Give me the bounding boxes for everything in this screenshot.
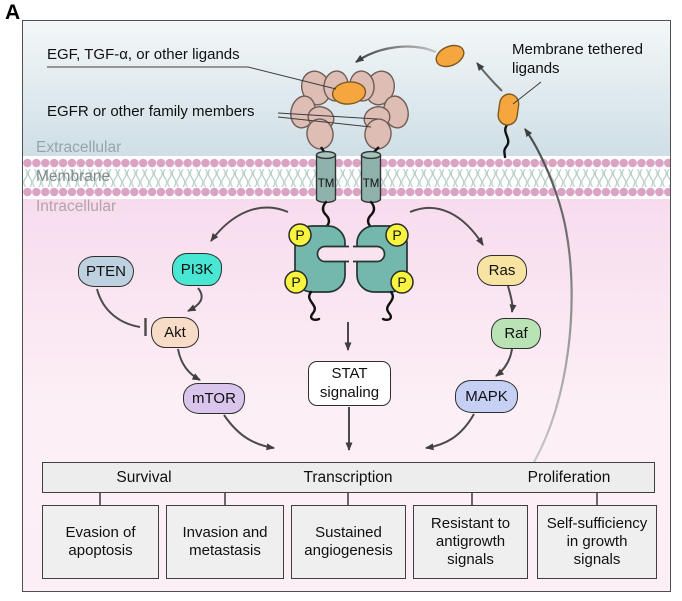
kinase-tail-left bbox=[308, 290, 321, 321]
node-pten: PTEN bbox=[78, 256, 134, 287]
outcome-connectors bbox=[99, 492, 598, 505]
arrow-raf-to-mapk bbox=[495, 348, 513, 377]
outcome-proliferation: Proliferation bbox=[527, 468, 611, 486]
node-raf: Raf bbox=[491, 318, 541, 349]
outcome-survival: Survival bbox=[116, 468, 172, 486]
node-mapk: MAPK bbox=[455, 380, 518, 413]
proliferation-feedback-arrow bbox=[524, 128, 573, 463]
bound-ligand bbox=[331, 81, 367, 105]
ligands-label: EGF, TGF-α, or other ligands bbox=[47, 46, 240, 63]
phospho-label-4: P bbox=[397, 274, 406, 290]
hallmark-evasion-of-apoptosis: Evasion of apoptosis bbox=[42, 505, 159, 579]
tethered-pointer-line bbox=[512, 81, 542, 105]
tethered-ligands-label-line1: Membrane tethered bbox=[512, 41, 643, 58]
extracellular-label: Extracellular bbox=[36, 139, 122, 156]
arrow-pi3k-to-akt bbox=[187, 287, 203, 312]
juxtamembrane-linkers bbox=[321, 200, 376, 229]
hallmark-sustained-angiogenesis: Sustained angiogenesis bbox=[291, 505, 406, 579]
hallmark-invasion-and-metastasis: Invasion and metastasis bbox=[166, 505, 284, 579]
stat-line1: STAT bbox=[331, 364, 368, 382]
tethered-ligand-tail bbox=[503, 123, 510, 159]
ligand-release-arrow bbox=[476, 62, 503, 92]
inhibition-pten-to-akt bbox=[96, 288, 141, 328]
tethered-ligands-label-line2: ligands bbox=[512, 59, 560, 77]
phospho-label-3: P bbox=[291, 274, 300, 290]
ligand-binding-arrow bbox=[355, 45, 437, 63]
receptor-family-label: EGFR or other family members bbox=[47, 103, 255, 120]
signaling-arrows bbox=[96, 206, 517, 451]
tethered-ligand bbox=[497, 93, 520, 126]
node-pi3k: PI3K bbox=[172, 253, 222, 286]
node-akt: Akt bbox=[151, 317, 199, 348]
tm-label-2: TM bbox=[363, 178, 380, 190]
tm-domains: TM TM bbox=[315, 150, 382, 204]
lipid-heads bbox=[23, 155, 671, 200]
node-stat-signaling: STAT signaling bbox=[308, 361, 391, 406]
arrow-receptor-to-ras bbox=[409, 206, 484, 246]
ligands-pointer-line bbox=[47, 66, 337, 90]
arrow-ras-to-raf bbox=[507, 285, 517, 313]
receptor-pointer-lines bbox=[277, 112, 378, 128]
tm-label-1: TM bbox=[318, 178, 335, 190]
arrow-mtor-to-outcomes bbox=[223, 414, 275, 451]
arrow-receptor-to-pi3k bbox=[210, 206, 289, 242]
node-ras: Ras bbox=[477, 255, 527, 286]
free-ligand bbox=[435, 44, 465, 68]
arrow-akt-to-mtor bbox=[177, 348, 201, 381]
hallmark-resistant-to-antigrowth-signals: Resistant to antigrowth signals bbox=[413, 505, 528, 579]
membrane-label: Membrane bbox=[36, 168, 111, 185]
outcomes-bar: Survival Transcription Proliferation bbox=[42, 462, 655, 493]
hallmark-self-sufficiency-in-growth-signals: Self-sufficiency in growth signals bbox=[537, 505, 657, 579]
outcome-transcription: Transcription bbox=[303, 468, 393, 486]
panel-label: A bbox=[5, 1, 21, 24]
tethered-ligands-label: Membrane tethered ligands bbox=[512, 41, 643, 79]
stat-line2: signaling bbox=[319, 383, 380, 401]
intracellular-label: Intracellular bbox=[36, 198, 117, 215]
node-mtor: mTOR bbox=[183, 383, 245, 414]
arrow-mapk-to-outcomes bbox=[425, 413, 475, 451]
phospho-sites: P P P P bbox=[284, 223, 414, 294]
phospho-label-2: P bbox=[392, 227, 401, 243]
phospho-label-1: P bbox=[295, 227, 304, 243]
kinase-tail-right bbox=[381, 290, 394, 321]
